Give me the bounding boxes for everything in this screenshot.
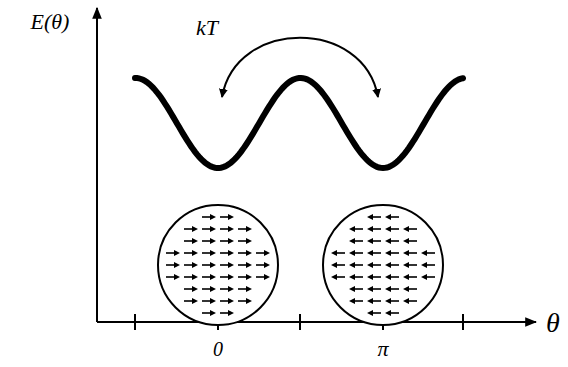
spin-arrowhead <box>264 274 270 280</box>
spin-arrowhead <box>385 214 391 220</box>
spin-arrowhead <box>349 226 355 232</box>
spin-arrowhead <box>228 226 234 232</box>
spin-arrowhead <box>246 226 252 232</box>
spin-arrowhead <box>385 310 391 316</box>
particle-circle <box>158 205 278 325</box>
spin-arrowhead <box>385 286 391 292</box>
spin-arrowhead <box>421 250 427 256</box>
axis-title: θ <box>546 309 560 337</box>
spin-arrowhead <box>367 214 373 220</box>
spin-arrowhead <box>403 262 409 268</box>
spin-arrowhead <box>367 298 373 304</box>
spin-arrowhead <box>210 286 216 292</box>
energy-curve <box>135 78 463 168</box>
spin-arrowhead <box>349 238 355 244</box>
axis-tick <box>134 314 136 330</box>
spin-arrowhead <box>228 262 234 268</box>
spin-arrowhead <box>228 214 234 220</box>
spin-arrowhead <box>228 286 234 292</box>
spin-arrowhead <box>210 310 216 316</box>
spin-arrowhead <box>403 274 409 280</box>
spin-arrowhead <box>174 262 180 268</box>
spin-arrowhead <box>331 274 337 280</box>
spin-arrowhead <box>367 286 373 292</box>
spin-arrowhead <box>367 226 373 232</box>
spin-arrowhead <box>367 310 373 316</box>
spin-arrowhead <box>403 238 409 244</box>
spin-arrowhead <box>210 250 216 256</box>
spin-arrowhead <box>403 250 409 256</box>
spin-arrowhead <box>174 274 180 280</box>
axis-tick <box>299 314 301 330</box>
spin-arrowhead <box>367 274 373 280</box>
spin-arrowhead <box>385 262 391 268</box>
spin-arrowhead <box>385 238 391 244</box>
spin-arrowhead <box>192 238 198 244</box>
particle-magnetization <box>158 205 278 325</box>
spin-arrowhead <box>331 262 337 268</box>
spin-arrowhead <box>367 238 373 244</box>
particle-magnetization <box>323 205 443 325</box>
spin-arrowhead <box>264 262 270 268</box>
spin-arrowhead <box>210 298 216 304</box>
spin-arrowhead <box>421 262 427 268</box>
thermal-switch-arrow <box>222 38 378 97</box>
particle-circle <box>323 205 443 325</box>
spin-arrowhead <box>228 298 234 304</box>
spin-arrowhead <box>228 310 234 316</box>
x-axis <box>97 321 536 323</box>
spin-arrowhead <box>192 262 198 268</box>
spin-arrowhead <box>349 286 355 292</box>
spin-arrowhead <box>403 226 409 232</box>
spin-arrowhead <box>349 274 355 280</box>
spin-arrowhead <box>210 238 216 244</box>
spin-arrowhead <box>246 238 252 244</box>
spin-arrowhead <box>246 286 252 292</box>
spin-arrowhead <box>246 274 252 280</box>
spin-arrowhead <box>349 298 355 304</box>
spin-arrowhead <box>349 250 355 256</box>
tick-label: π <box>377 338 388 360</box>
spin-arrowhead <box>192 286 198 292</box>
spin-arrowhead <box>403 298 409 304</box>
spin-arrowhead <box>192 250 198 256</box>
spin-arrowhead <box>331 250 337 256</box>
spin-arrowhead <box>403 286 409 292</box>
axis-title: E(θ) <box>31 11 70 33</box>
spin-arrowhead <box>367 250 373 256</box>
energy-label: kT <box>196 17 218 39</box>
axis-tick <box>462 314 464 330</box>
spin-arrowhead <box>385 274 391 280</box>
spin-arrowhead <box>174 250 180 256</box>
spin-arrowhead <box>210 226 216 232</box>
spin-arrowhead <box>385 250 391 256</box>
spin-arrowhead <box>349 262 355 268</box>
spin-arrowhead <box>192 226 198 232</box>
spin-arrowhead <box>385 226 391 232</box>
spin-arrowhead <box>228 250 234 256</box>
spin-arrowhead <box>210 262 216 268</box>
y-axis <box>96 8 98 322</box>
spin-arrowhead <box>264 250 270 256</box>
tick-label: 0 <box>213 339 223 359</box>
spin-arrowhead <box>246 262 252 268</box>
spin-arrowhead <box>192 298 198 304</box>
spin-arrowhead <box>246 250 252 256</box>
spin-arrowhead <box>246 298 252 304</box>
spin-arrowhead <box>385 298 391 304</box>
spin-arrowhead <box>210 274 216 280</box>
spin-arrowhead <box>210 214 216 220</box>
spin-arrowhead <box>228 238 234 244</box>
spin-arrowhead <box>421 274 427 280</box>
spin-arrowhead <box>192 274 198 280</box>
spin-arrowhead <box>367 262 373 268</box>
spin-arrowhead <box>228 274 234 280</box>
